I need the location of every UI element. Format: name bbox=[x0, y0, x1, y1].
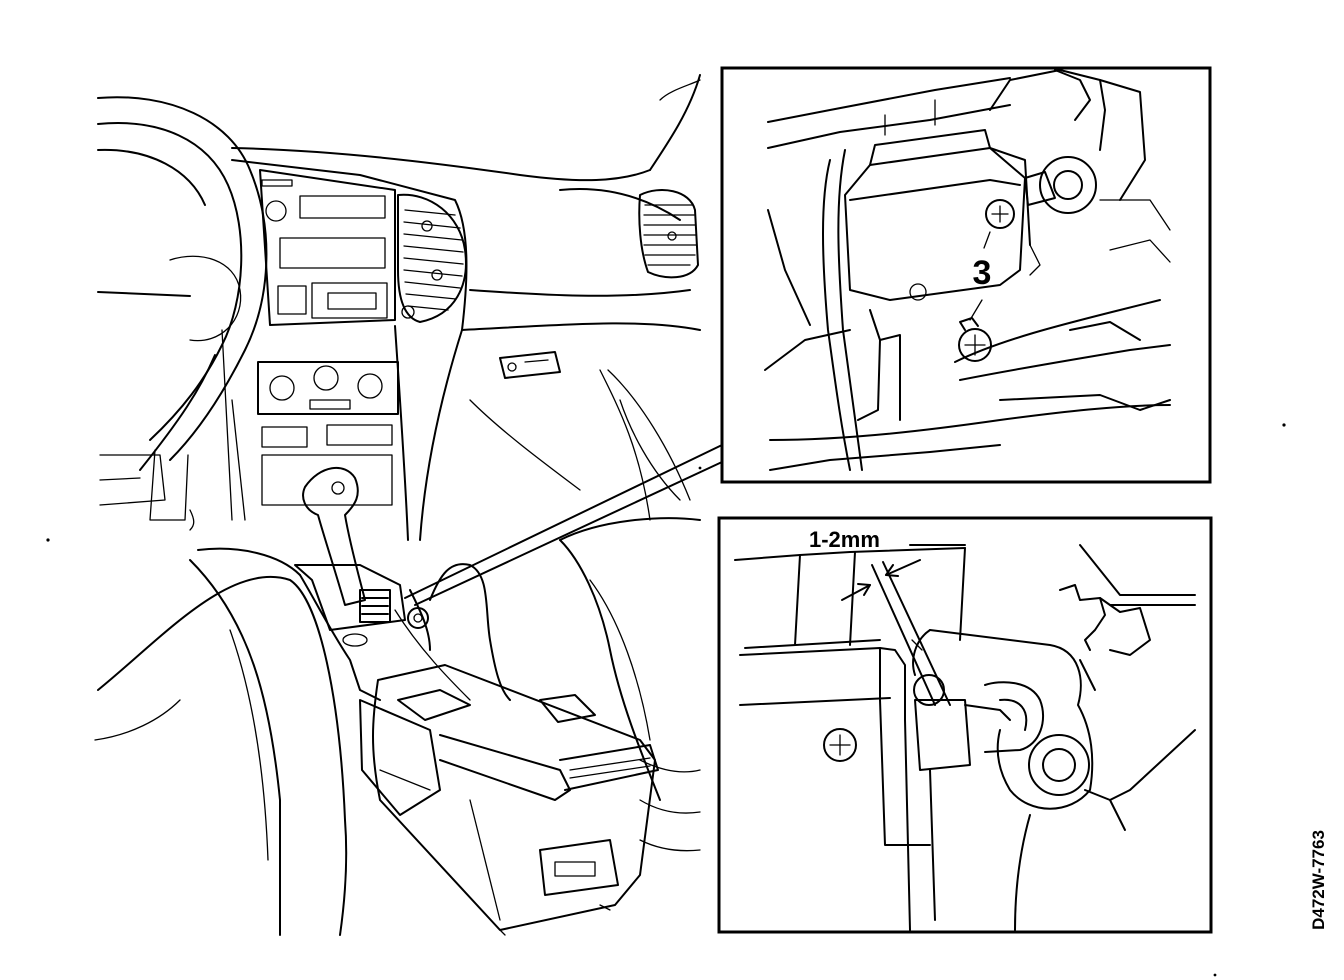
detail-box-top: 3 bbox=[720, 66, 1212, 484]
gear-lever bbox=[294, 466, 406, 647]
clearance-label: 1-2mm bbox=[809, 527, 880, 552]
seats bbox=[94, 517, 701, 936]
callout-number-3: 3 bbox=[973, 254, 992, 292]
solenoid-bracket-drawing bbox=[764, 69, 1171, 471]
center-console bbox=[299, 574, 659, 936]
drawing-code: D472W-7763 bbox=[1309, 830, 1328, 930]
dashboard bbox=[149, 74, 701, 541]
steering-wheel bbox=[97, 96, 268, 506]
vent-grille bbox=[403, 209, 464, 311]
right-vent-grille bbox=[643, 204, 697, 266]
clearance-drawing bbox=[734, 544, 1196, 931]
detail-box-bottom: 1-2mm bbox=[717, 516, 1213, 934]
main-interior-view bbox=[94, 74, 723, 936]
specks bbox=[46, 423, 1286, 977]
detail-pointer bbox=[404, 444, 723, 701]
